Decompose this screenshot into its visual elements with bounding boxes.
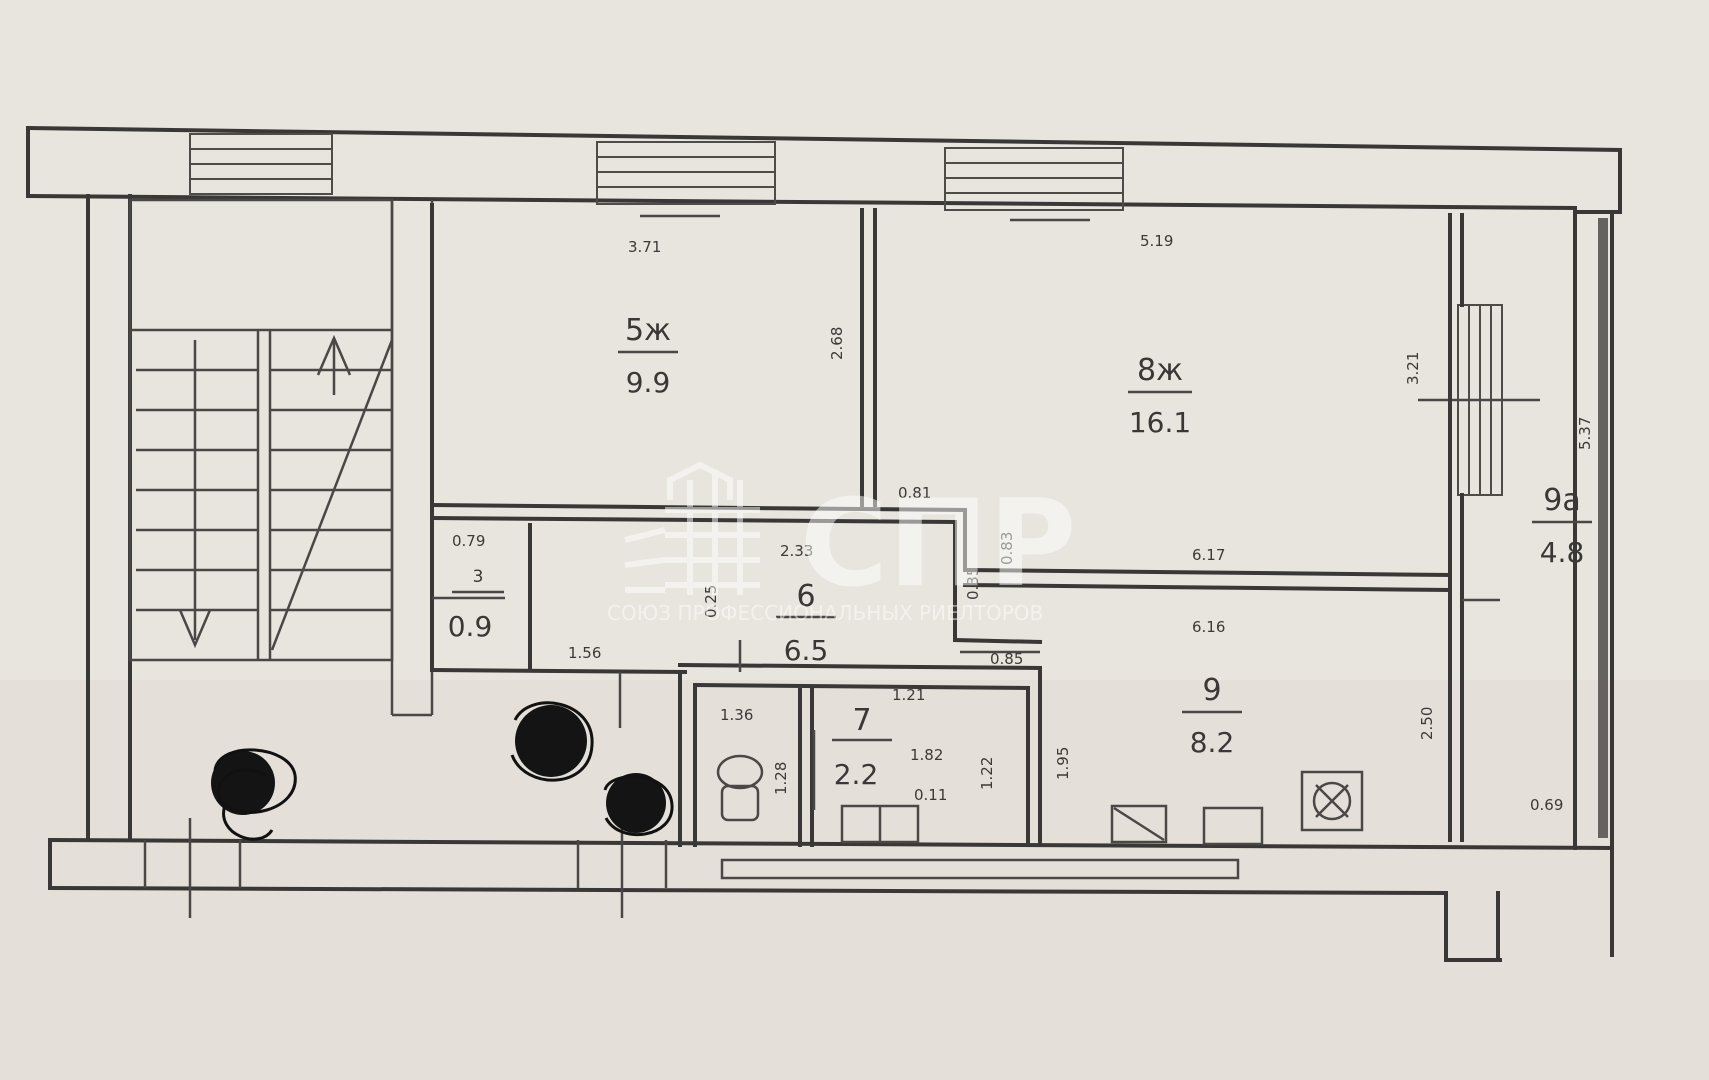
room-5-number: 5ж (625, 313, 671, 348)
room-6-number: 6 (796, 579, 815, 614)
room-7-area: 2.2 (834, 758, 879, 791)
dim-1-82: 1.82 (910, 746, 943, 764)
room-3-number: 3 (473, 567, 484, 587)
dim-2-50: 2.50 (1418, 707, 1436, 740)
room-9-number: 9 (1202, 673, 1221, 708)
scribble-marks (211, 701, 674, 841)
dim-0-25: 0.25 (702, 585, 720, 618)
room-labels: 5ж 9.9 8ж 16.1 9а 4.8 9 8.2 3 0.9 6 6.5 … (448, 313, 1592, 791)
dim-2-33: 2.33 (780, 542, 813, 560)
watermark-subtitle: СОЮЗ ПРОФЕССИОНАЛЬНЫХ РИЕЛТОРОВ (607, 601, 1043, 625)
scribble-mark-3 (603, 773, 674, 836)
dim-0-11: 0.11 (914, 786, 947, 804)
dim-1-95: 1.95 (1054, 747, 1072, 780)
scribble-mark-1 (211, 748, 297, 841)
dim-1-28: 1.28 (772, 762, 790, 795)
dim-1-56: 1.56 (568, 644, 601, 662)
dim-1-36: 1.36 (720, 706, 753, 724)
dim-5-37: 5.37 (1576, 417, 1594, 450)
dim-0-69: 0.69 (1530, 796, 1563, 814)
watermark: СПР СОЮЗ ПРОФЕССИОНАЛЬНЫХ РИЕЛТОРОВ (607, 461, 1076, 625)
paper-shade (0, 680, 1709, 1080)
dim-1-21: 1.21 (892, 686, 925, 704)
room-5-area: 9.9 (626, 366, 671, 399)
room-9-area: 8.2 (1190, 726, 1235, 759)
dim-2-68: 2.68 (828, 327, 846, 360)
dim-1-22: 1.22 (978, 757, 996, 790)
room-8-number: 8ж (1137, 353, 1183, 388)
dim-6-16: 6.16 (1192, 618, 1225, 636)
room-9a-area: 4.8 (1540, 536, 1585, 569)
dim-3-21: 3.21 (1404, 352, 1422, 385)
watermark-building-icon (624, 461, 760, 595)
dimension-labels: 3.71 5.19 2.68 3.21 5.37 6.17 6.16 0.79 … (452, 232, 1594, 814)
room-3-area: 0.9 (448, 610, 493, 643)
watermark-logo-text: СПР (800, 475, 1076, 614)
room-6-area: 6.5 (784, 634, 829, 667)
interior-walls (143, 203, 1500, 918)
scribble-mark-2 (510, 701, 594, 782)
dim-0-35: 0.35 (964, 567, 982, 600)
dim-0-79: 0.79 (452, 532, 485, 550)
room-9a-number: 9а (1543, 483, 1580, 518)
windows (189, 133, 1608, 838)
dim-6-17: 6.17 (1192, 546, 1225, 564)
room-8-area: 16.1 (1129, 406, 1191, 439)
fixtures (716, 730, 1364, 846)
dim-5-19: 5.19 (1140, 232, 1173, 250)
room-7-number: 7 (852, 703, 871, 738)
dim-0-83: 0.83 (998, 532, 1016, 565)
dim-0-81: 0.81 (898, 484, 931, 502)
dim-3-71: 3.71 (628, 238, 661, 256)
dim-0-85: 0.85 (990, 650, 1023, 668)
